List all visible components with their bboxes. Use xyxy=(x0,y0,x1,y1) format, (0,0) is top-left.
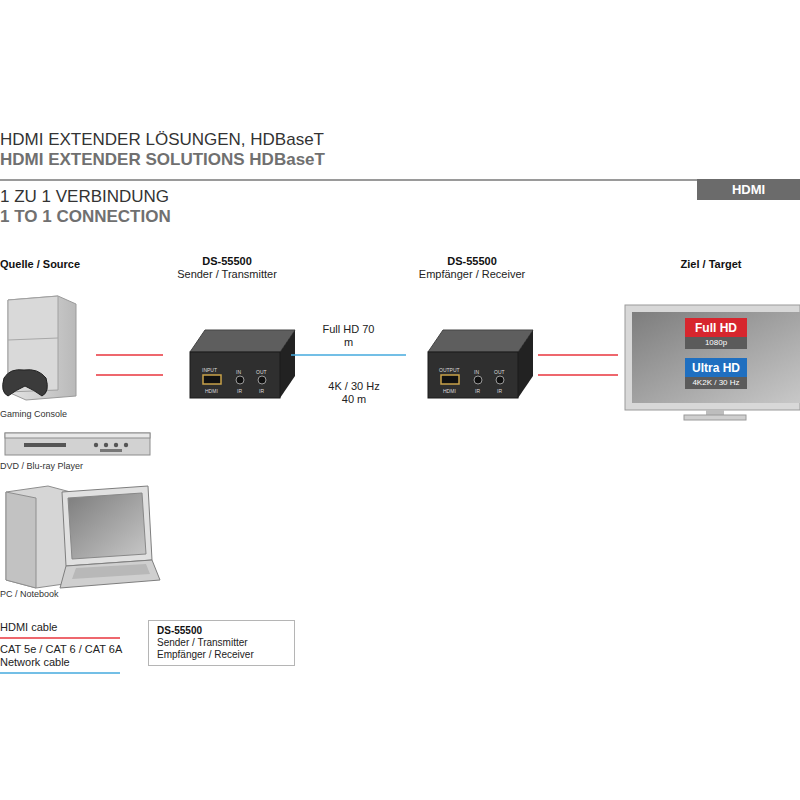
role-label: Empfänger / Receiver xyxy=(410,268,534,281)
page-subtitle: HDMI EXTENDER SOLUTIONS HDBaseT xyxy=(0,150,325,170)
transmitter-picture-part xyxy=(203,375,221,384)
port-label: IN xyxy=(236,369,241,375)
legend-text: HDMI cable xyxy=(0,621,130,634)
pc-notebook-picture-part xyxy=(72,564,150,579)
target-tv: Ziel / TargetFull HD1080pUltra HD4K2K / … xyxy=(622,258,800,423)
dvd-player-picture-part xyxy=(5,433,150,438)
hdmi-cable xyxy=(96,354,163,355)
transmitter-picture xyxy=(190,330,295,398)
cable-length-label: 4K / 30 Hz 40 m xyxy=(322,380,386,406)
dvd-player-picture-part xyxy=(100,449,122,452)
section-heading: 1 TO 1 CONNECTION xyxy=(0,207,171,227)
tv-picture-part xyxy=(632,312,800,403)
model-name: DS-55500 xyxy=(157,625,286,637)
pc-notebook-picture-part xyxy=(68,493,146,559)
role-label: Sender / Transmitter xyxy=(167,268,287,281)
dvd-player-picture-part xyxy=(94,443,98,447)
legend-box: DS-55500Sender / Transmitter Empfänger /… xyxy=(148,620,295,666)
dvd-player-picture-part xyxy=(114,443,118,447)
resolution-badge: Full HD1080p xyxy=(685,318,747,349)
hdmi-cable xyxy=(538,354,618,355)
port-label: HDMI xyxy=(443,388,456,394)
header-rule xyxy=(0,179,800,181)
device-label: PC / Notebook xyxy=(0,589,165,600)
device-label: Gaming Console xyxy=(0,409,92,420)
source-device: Gaming Console xyxy=(0,290,92,420)
gaming-console-picture-part xyxy=(3,370,48,396)
source-device: DVD / Blu-ray Player xyxy=(0,426,160,472)
model-name: DS-55500 xyxy=(410,255,534,268)
badge-subtitle: 1080p xyxy=(685,337,747,349)
transmitter-picture-part xyxy=(236,376,244,384)
dvd-player-picture-part xyxy=(5,433,150,455)
dvd-player-picture-part xyxy=(24,443,66,447)
pc-notebook-picture-part xyxy=(62,486,152,566)
dvd-player-picture-part xyxy=(124,443,128,447)
receiver-picture-part xyxy=(428,352,518,398)
receiver-picture-part xyxy=(474,376,482,384)
hdmi-cable xyxy=(96,374,163,375)
hdmi-cable xyxy=(538,374,618,375)
pc-notebook-picture xyxy=(6,486,160,588)
model-name: DS-55500 xyxy=(167,255,287,268)
column-heading: Ziel / Target xyxy=(622,258,800,271)
resolution-badge: Ultra HD4K2K / 30 Hz xyxy=(685,358,747,389)
legend-swatch xyxy=(0,672,120,673)
dvd-player-picture xyxy=(5,433,150,455)
port-label: IR xyxy=(475,388,480,394)
port-label: HDMI xyxy=(205,388,218,394)
badge-title: Full HD xyxy=(685,318,747,337)
port-label: IR xyxy=(237,388,242,394)
receiver-picture-part xyxy=(518,330,533,398)
gaming-console-picture xyxy=(3,296,76,400)
port-label: IN xyxy=(474,369,479,375)
transmitter-picture-part xyxy=(280,330,295,398)
page-title: HDMI EXTENDER LÖSUNGEN, HDBaseT xyxy=(0,130,324,150)
device-label: DVD / Blu-ray Player xyxy=(0,461,160,472)
gaming-console-picture-part xyxy=(8,338,58,340)
cable-length-label: Full HD 70 m xyxy=(323,323,375,349)
tv-picture-part xyxy=(684,415,746,420)
column-heading: Quelle / Source xyxy=(0,258,80,271)
port-label: INPUT xyxy=(202,367,217,373)
tv-picture xyxy=(625,305,800,420)
badge-subtitle: 4K2K / 30 Hz xyxy=(685,377,747,389)
transmitter-picture-part xyxy=(190,330,295,352)
tv-picture-part xyxy=(625,305,800,410)
port-label: IR xyxy=(497,388,502,394)
section-heading: 1 ZU 1 VERBINDUNG xyxy=(0,187,169,207)
transmitter-picture-part xyxy=(258,376,266,384)
network-cable xyxy=(291,354,406,355)
badge-title: Ultra HD xyxy=(685,358,747,377)
legend-text: CAT 5e / CAT 6 / CAT 6A Network cable xyxy=(0,643,130,669)
port-label: OUTPUT xyxy=(439,367,460,373)
receiver-picture-part xyxy=(441,375,459,384)
receiver-picture-part xyxy=(428,330,533,352)
pc-notebook-picture-part xyxy=(60,560,160,588)
role-label: Sender / Transmitter Empfänger / Receive… xyxy=(157,637,286,661)
port-label: OUT xyxy=(256,369,267,375)
transmitter-picture-part xyxy=(190,352,280,398)
port-label: IR xyxy=(259,388,264,394)
dvd-player-picture-part xyxy=(104,443,108,447)
transmitter-box: DS-55500Sender / Transmitter xyxy=(167,255,287,401)
port-label: OUT xyxy=(494,369,505,375)
receiver-picture xyxy=(428,330,533,398)
receiver-box: DS-55500Empfänger / Receiver xyxy=(410,255,534,401)
pc-notebook-picture-part xyxy=(6,492,36,588)
receiver-picture-part xyxy=(496,376,504,384)
source-device: PC / Notebook xyxy=(0,480,165,600)
legend-swatch xyxy=(0,637,120,638)
category-tab: HDMI xyxy=(697,179,800,200)
